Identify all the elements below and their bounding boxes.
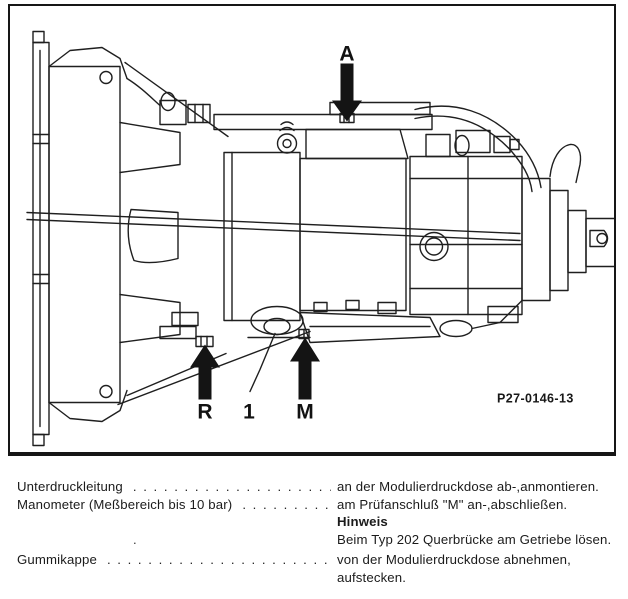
note-row-aufstecken: aufstecken. — [17, 569, 618, 587]
note-desc: an der Modulierdruckdose ab-,anmontieren… — [337, 479, 599, 494]
caption-table: Unterdruckleitung . . . . . . . . . . . … — [17, 478, 618, 587]
arrow-a — [332, 63, 362, 122]
dot-leader: . . . . . . . . . . . . . . . . . . . . … — [242, 496, 331, 512]
note-desc: Beim Typ 202 Querbrücke am Getriebe löse… — [337, 531, 612, 547]
dot-leader: . . . . . . . . . . . . . . . . . . . . … — [106, 552, 331, 568]
note-row-hinweis-heading: Hinweis — [17, 513, 618, 531]
note-desc: von der Modulierdruckdose abnehmen, — [337, 552, 571, 568]
vacuum-pipe — [414, 105, 542, 193]
note-desc: am Prüfanschluß "M" an-,abschließen. — [337, 496, 568, 512]
bell-housing — [32, 30, 311, 447]
note-desc: aufstecken. — [337, 569, 407, 585]
figure-frame: A R 1 M P27-0146-13 — [8, 4, 616, 456]
gearbox-body — [126, 77, 433, 322]
marker-label-1: 1 — [243, 401, 255, 424]
marker-label-a: A — [339, 43, 354, 66]
rear-section — [409, 129, 523, 316]
oil-pan-details — [159, 299, 473, 348]
figure-part-number: P27-0146-13 — [497, 392, 574, 406]
stray-scan-mark: . — [133, 532, 137, 547]
leader-line-1 — [249, 332, 276, 393]
note-term: Gummikappe — [17, 552, 97, 568]
transmission-drawing: A R 1 M P27-0146-13 — [26, 30, 614, 447]
arrow-r — [190, 344, 220, 400]
note-row-manometer: Manometer (Meßbereich bis 10 bar) . . . … — [17, 496, 618, 514]
tail-housing — [471, 143, 614, 330]
selector-rod — [26, 208, 521, 264]
dot-leader: . . . . . . . . . . . . . . . . . . . . … — [132, 479, 331, 494]
marker-label-m: M — [296, 401, 314, 424]
note-row-gummikappe: Gummikappe . . . . . . . . . . . . . . .… — [17, 551, 618, 569]
note-row-unterdruckleitung: Unterdruckleitung . . . . . . . . . . . … — [17, 478, 618, 496]
marker-label-r: R — [197, 401, 212, 424]
note-heading: Hinweis — [337, 514, 388, 530]
arrow-m — [290, 337, 320, 400]
note-row-hinweis-text: Beim Typ 202 Querbrücke am Getriebe löse… — [17, 531, 618, 549]
note-term: Manometer (Meßbereich bis 10 bar) — [17, 496, 233, 512]
note-term: Unterdruckleitung — [17, 479, 123, 494]
